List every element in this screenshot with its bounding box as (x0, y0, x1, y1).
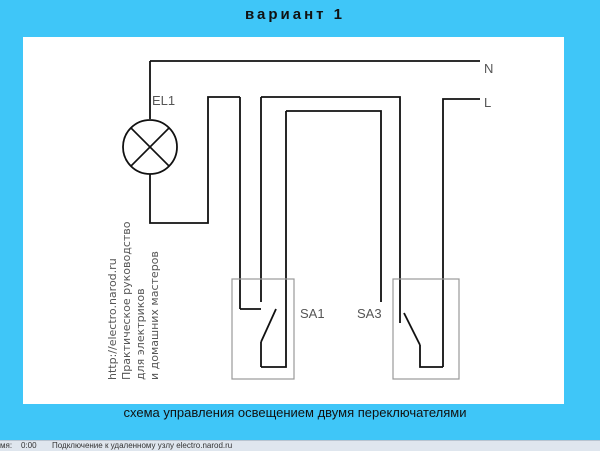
watermark-line3: для электриков (134, 288, 147, 380)
switch-sa1-label: SA1 (300, 306, 325, 321)
lamp-label: EL1 (152, 93, 176, 108)
status-time-label: мя: (0, 441, 13, 450)
diagram-caption: схема управления освещением двумя перекл… (123, 405, 467, 420)
sa1-blade (260, 308, 277, 343)
inner-traveler-top (286, 110, 382, 302)
sa3-blade (403, 312, 421, 346)
wires (149, 60, 480, 368)
browser-status-bar: мя: 0:00 Подключение к удаленному узлу e… (0, 440, 600, 451)
watermark-line2: Практическое руководство (120, 221, 133, 380)
sa3-bottom-wire (419, 345, 443, 368)
sa1-box (231, 278, 295, 380)
diagram-title: вариант 1 (244, 6, 345, 23)
watermark-url: http://electro.narod.ru (106, 258, 119, 380)
diagram-panel: EL1 N L SA1 SA3 http://electro.narod.ru … (23, 37, 564, 404)
lamp-el1 (122, 119, 178, 175)
line-label: L (484, 95, 492, 110)
neutral-label: N (484, 61, 494, 76)
line-wire (442, 98, 480, 367)
sa3-box (392, 278, 460, 380)
wiring-diagram (122, 60, 480, 380)
switch-sa3-label: SA3 (357, 306, 382, 321)
watermark-line4: и домашних мастеров (148, 251, 161, 380)
outer-traveler-wire (261, 96, 401, 302)
lamp-bottom-wire (149, 96, 240, 224)
status-time-value: 0:00 (21, 441, 37, 450)
inner-traveler-wire (261, 111, 287, 368)
status-message: Подключение к удаленному узлу electro.na… (52, 441, 233, 450)
